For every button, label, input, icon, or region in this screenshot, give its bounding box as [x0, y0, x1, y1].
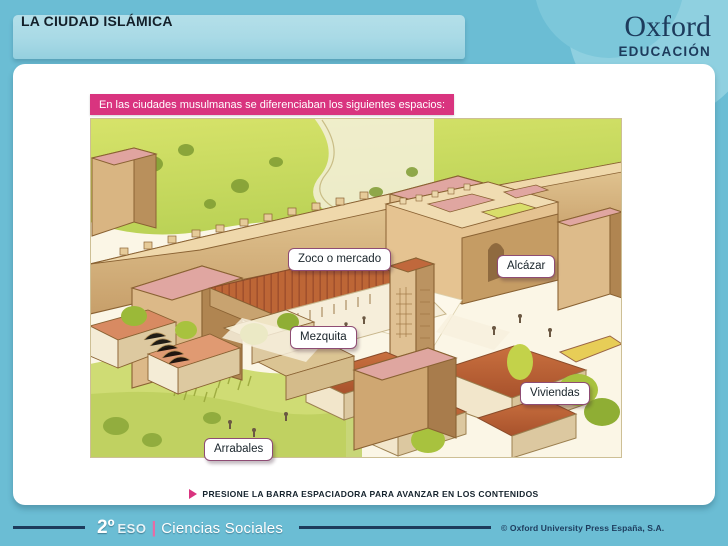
copyright: © Oxford University Press España, S.A.	[501, 522, 665, 533]
footer-rule-right	[299, 526, 492, 529]
course-label: 2º ESO | Ciencias Sociales	[97, 518, 283, 537]
header-panel	[13, 15, 465, 59]
instruction-text: PRESIONE LA BARRA ESPACIADORA PARA AVANZ…	[202, 489, 539, 499]
intro-banner-text: En las ciudades musulmanas se diferencia…	[99, 98, 446, 111]
callout-zoco[interactable]: Zoco o mercado	[288, 248, 392, 272]
intro-banner: En las ciudades musulmanas se diferencia…	[90, 94, 455, 115]
footer-rule-left	[13, 526, 85, 529]
callout-alcazar[interactable]: Alcázar	[497, 255, 556, 279]
course-grade: 2º	[97, 517, 115, 538]
oxford-logo: Oxford EDUCACIÓN	[618, 12, 711, 59]
footer: 2º ESO | Ciencias Sociales © Oxford Univ…	[0, 509, 728, 546]
oxford-wordmark: Oxford	[624, 10, 711, 43]
instruction-bar: PRESIONE LA BARRA ESPACIADORA PARA AVANZ…	[13, 489, 715, 499]
callout-arrabales[interactable]: Arrabales	[204, 438, 274, 462]
content-panel: En las ciudades musulmanas se diferencia…	[13, 64, 715, 505]
callout-viviendas[interactable]: Viviendas	[520, 382, 590, 406]
callout-mezquita[interactable]: Mezquita	[290, 326, 357, 350]
play-arrow-icon	[189, 489, 198, 499]
course-level: ESO	[117, 521, 147, 536]
city-illustration	[90, 118, 622, 458]
course-separator: |	[151, 518, 157, 537]
page-title: LA CIUDAD ISLÁMICA	[21, 13, 173, 29]
oxford-subtitle: EDUCACIÓN	[618, 44, 711, 59]
course-subject: Ciencias Sociales	[161, 520, 284, 537]
